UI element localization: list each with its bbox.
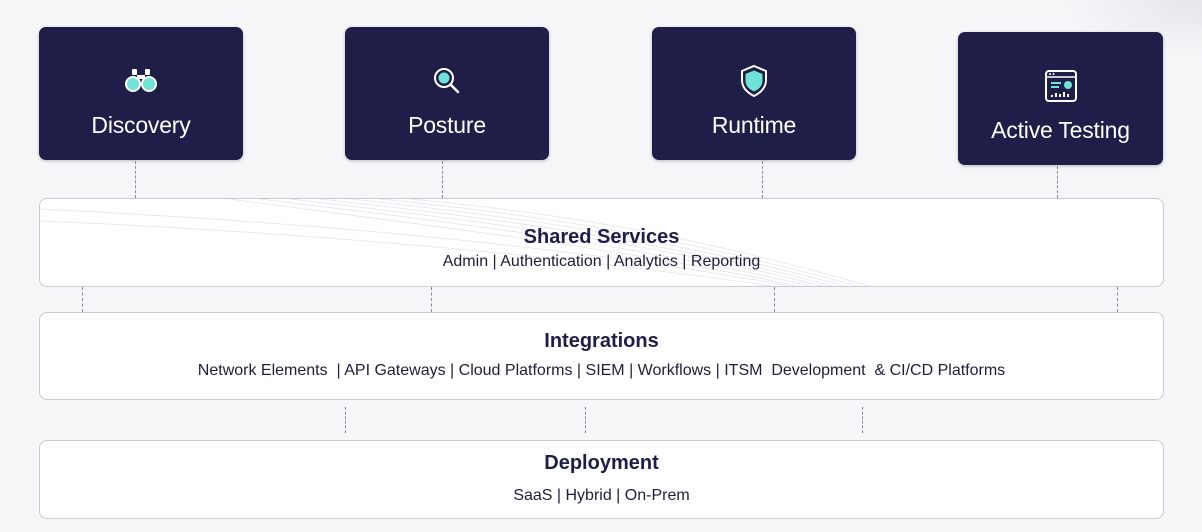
integrations-title: Integrations	[544, 330, 659, 352]
connector-line	[82, 287, 83, 312]
active-testing-card[interactable]: Active Testing	[958, 32, 1163, 165]
connector-line	[442, 161, 443, 198]
connector-line	[135, 161, 136, 198]
connector-line	[431, 287, 432, 312]
active-testing-label: Active Testing	[991, 117, 1130, 143]
shield-icon	[734, 61, 774, 101]
connector-line	[862, 407, 863, 433]
connector-line	[345, 407, 346, 433]
discovery-label: Discovery	[91, 112, 191, 138]
deployment-layer: Deployment SaaS | Hybrid | On-Prem	[39, 440, 1164, 519]
dashboard-icon	[1041, 66, 1081, 106]
runtime-label: Runtime	[711, 112, 797, 138]
shared-services-layer: Shared Services Admin | Authentication |…	[39, 198, 1164, 287]
posture-label: Posture	[408, 112, 486, 138]
binoculars-icon	[121, 61, 161, 101]
integrations-subtitle: Network Elements | API Gateways | Cloud …	[197, 362, 1006, 379]
connector-line	[1057, 166, 1058, 198]
deployment-title: Deployment	[544, 452, 659, 474]
discovery-card[interactable]: Discovery	[39, 27, 243, 160]
connector-line	[762, 161, 763, 198]
shared-services-title: Shared Services	[523, 226, 680, 248]
shared-services-subtitle: Admin | Authentication | Analytics | Rep…	[442, 253, 761, 270]
connector-line	[1117, 287, 1118, 312]
deployment-subtitle: SaaS | Hybrid | On-Prem	[513, 487, 690, 504]
connector-line	[585, 407, 586, 433]
integrations-layer: Integrations Network Elements | API Gate…	[39, 312, 1164, 400]
connector-line	[774, 287, 775, 312]
magnifier-icon	[427, 61, 467, 101]
wave-pattern	[40, 199, 871, 286]
runtime-card[interactable]: Runtime	[652, 27, 856, 160]
posture-card[interactable]: Posture	[345, 27, 549, 160]
